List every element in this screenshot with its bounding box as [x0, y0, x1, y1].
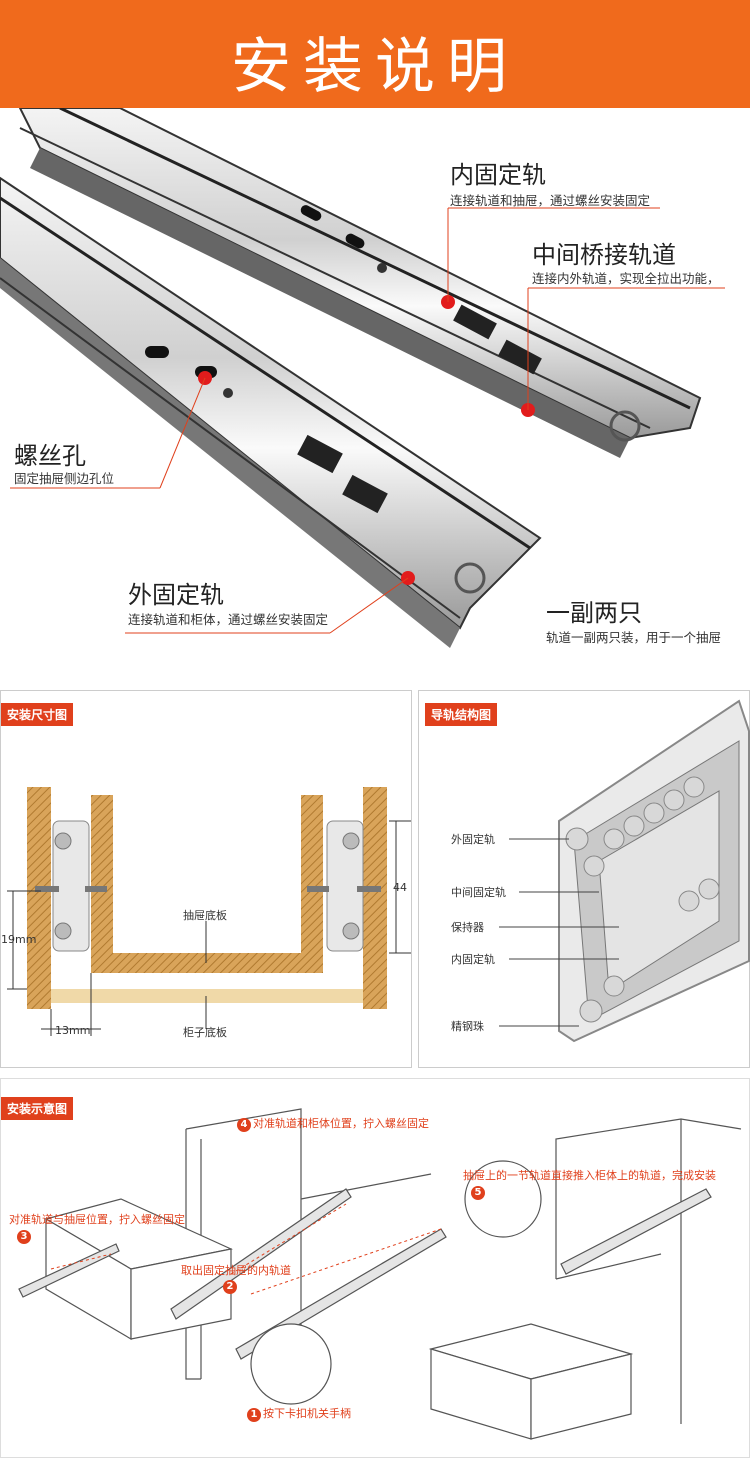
cabinet-bottom-board: [51, 989, 363, 1003]
pair-title: 一副两只: [546, 599, 642, 627]
upper-rail: [18, 108, 702, 458]
step-5-badge: 5: [471, 1186, 485, 1200]
dim-44-label: 44: [393, 881, 407, 894]
outer-rail-title: 外固定轨: [128, 581, 224, 609]
page-title: 安装说明: [231, 32, 519, 102]
pair-desc: 轨道一副两只装，用于一个抽屉: [546, 630, 722, 645]
structure-panel: 导轨结构图 外固定轨 中间固定轨 保持器 内固定轨 精钢珠: [418, 690, 750, 1068]
middle-rail-desc: 连接内外轨道，实现全拉出功能，: [532, 271, 720, 286]
step-2-badge-wrap: 2: [223, 1279, 239, 1294]
structure-label-ball: 精钢珠: [451, 1020, 484, 1033]
right-cabinet-wall: [363, 787, 387, 1009]
step-2-text: 取出固定抽屉的内轨道: [181, 1264, 291, 1277]
step-5-badge-wrap: 5: [471, 1185, 487, 1200]
outer-rail-desc: 连接轨道和柜体，通过螺丝安装固定: [128, 612, 329, 627]
drawer-left-wall: [91, 795, 113, 973]
inner-rail-desc: 连接轨道和抽屉，通过螺丝安装固定: [450, 193, 651, 208]
install-drawing: [18, 1108, 742, 1440]
install-tag: 安装示意图: [1, 1097, 74, 1120]
dimension-tag: 安装尺寸图: [1, 703, 74, 726]
structure-label-outer: 外固定轨: [451, 833, 495, 846]
install-step-5: 抽屉上的一节轨道直接推入柜体上的轨道，完成安装: [463, 1167, 716, 1183]
structure-tag: 导轨结构图: [425, 703, 498, 726]
install-panel: 安装示意图: [0, 1078, 750, 1458]
middle-rail-title: 中间桥接轨道: [532, 241, 676, 269]
screw-hole-desc: 固定抽屉侧边孔位: [14, 471, 115, 486]
header-banner: 安装说明: [0, 0, 750, 108]
structure-label-retainer: 保持器: [451, 921, 484, 934]
install-step-3: 对准轨道与抽屉位置，拧入螺丝固定: [9, 1211, 185, 1227]
structure-label-middle: 中间固定轨: [451, 886, 506, 899]
step-3-badge: 3: [17, 1230, 31, 1244]
step-4-badge: 4: [237, 1118, 251, 1132]
drawer-right-wall: [301, 795, 323, 973]
rail-illustration: [0, 108, 725, 648]
step-3-text: 对准轨道与抽屉位置，拧入螺丝固定: [9, 1213, 185, 1226]
step-1-text: 按下卡扣机关手柄: [263, 1407, 351, 1420]
step-1-badge: 1: [247, 1408, 261, 1422]
dim-19-label: 19mm: [1, 933, 37, 946]
dim-13-label: 13mm: [55, 1024, 91, 1037]
lower-rail: [0, 176, 542, 648]
left-cabinet-wall: [27, 787, 51, 1009]
drawer-bottom-label: 抽屉底板: [183, 909, 227, 922]
step-3-badge-wrap: 3: [17, 1229, 33, 1244]
drawer-bottom-board: [91, 953, 323, 973]
structure-leaders: [499, 838, 619, 1027]
dimension-panel: 安装尺寸图: [0, 690, 412, 1068]
install-step-2: 取出固定抽屉的内轨道: [181, 1262, 291, 1278]
step-2-badge: 2: [223, 1280, 237, 1294]
cabinet-bottom-label: 柜子底板: [183, 1026, 227, 1039]
screw-hole-title: 螺丝孔: [14, 442, 86, 470]
inner-rail-title: 内固定轨: [450, 161, 546, 189]
rail-cross-section: [558, 699, 750, 1043]
step-5-text: 抽屉上的一节轨道直接推入柜体上的轨道，完成安装: [463, 1169, 716, 1182]
dimension-drawing: [7, 787, 411, 1036]
structure-label-inner: 内固定轨: [451, 953, 495, 966]
step-4-text: 对准轨道和柜体位置，拧入螺丝固定: [253, 1117, 429, 1130]
